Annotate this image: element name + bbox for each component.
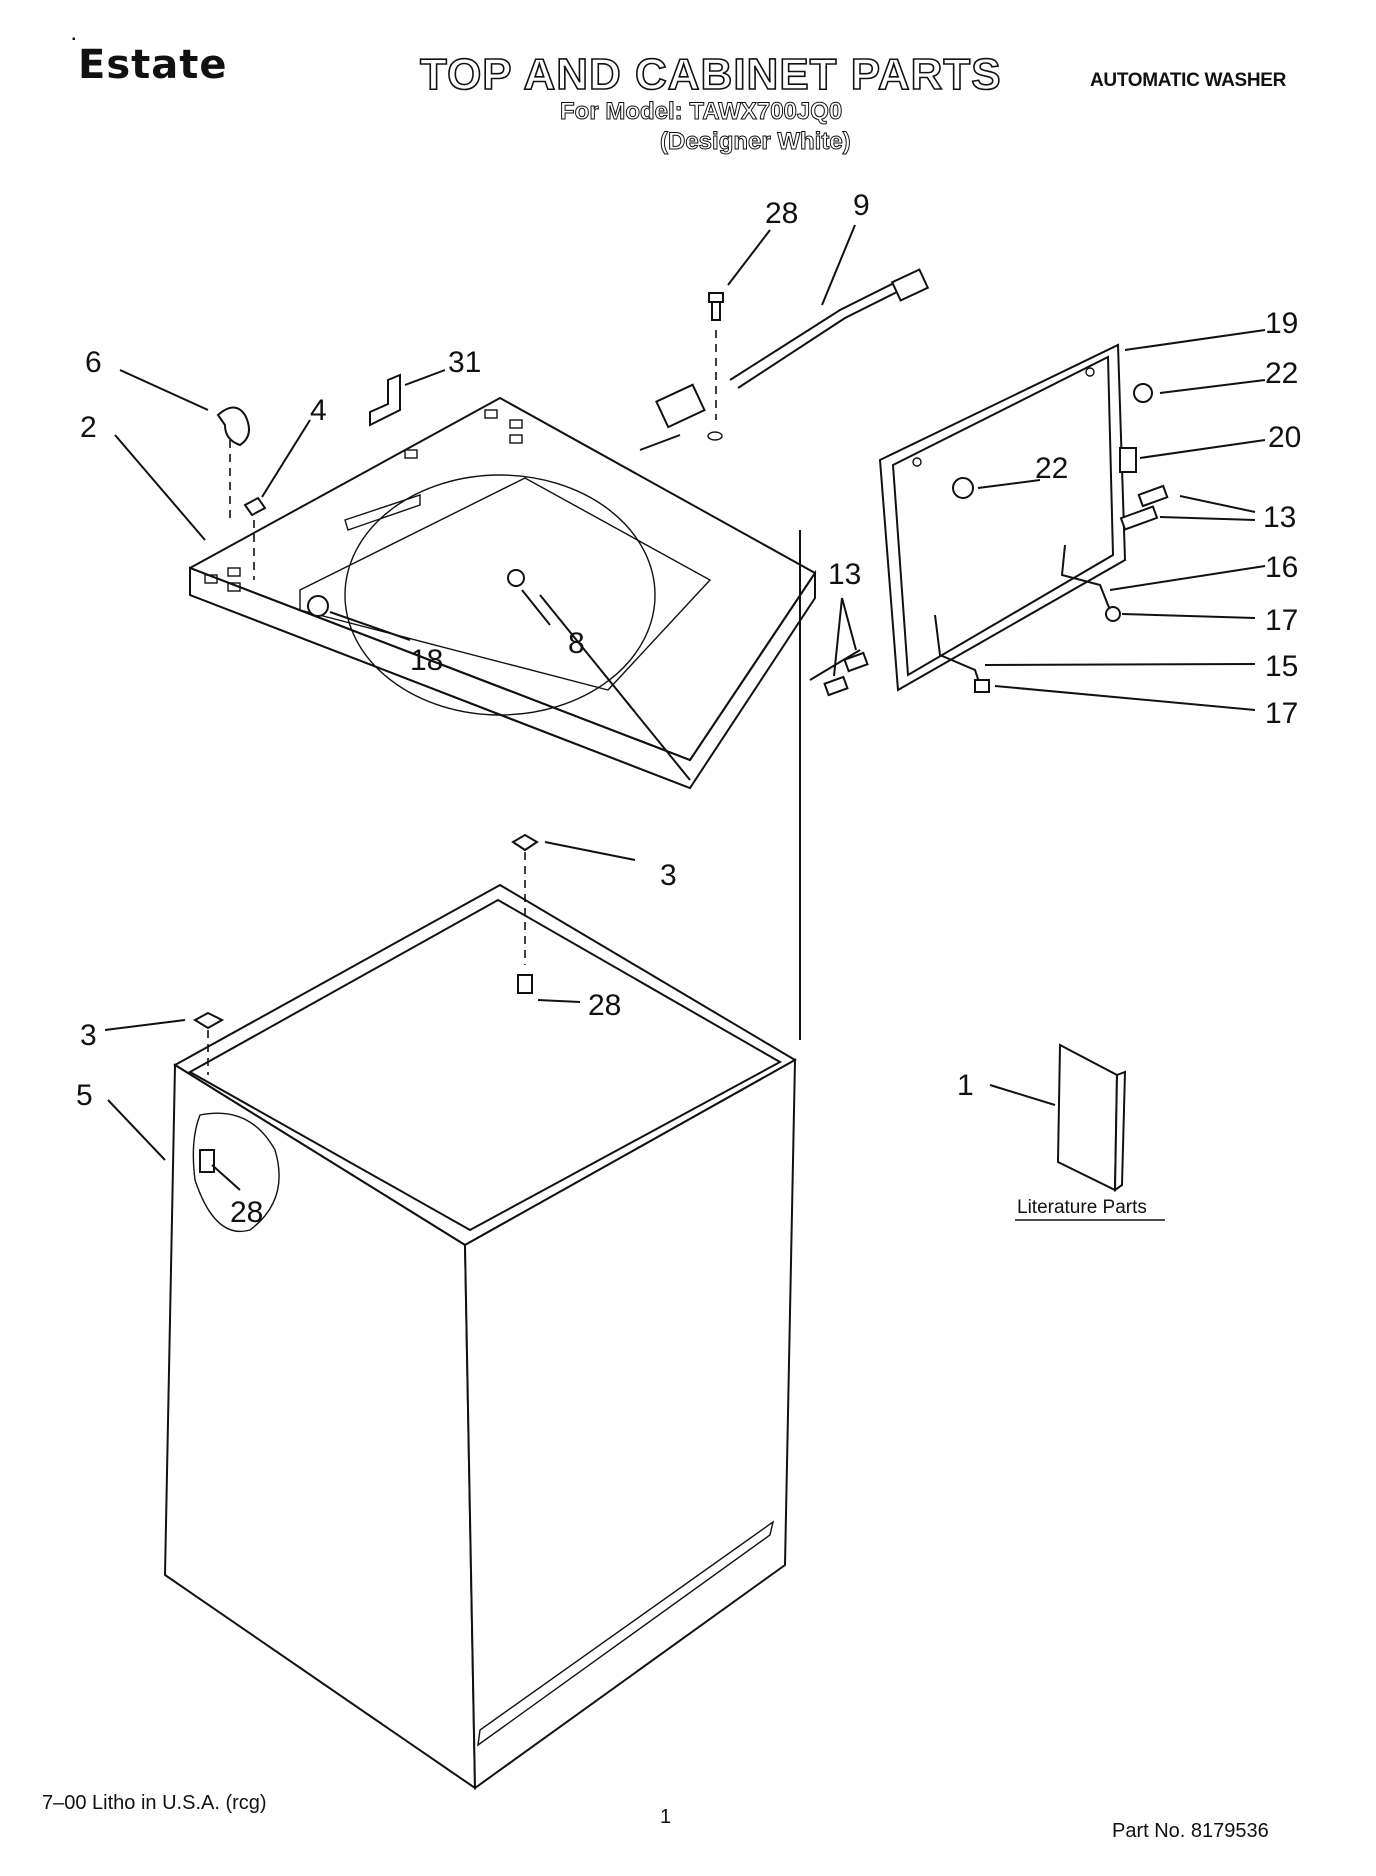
callout-15: 15 [1265,650,1298,683]
screw-28-lower [199,1149,215,1173]
product-type-label: AUTOMATIC WASHER [1090,70,1287,91]
callout-22-b: 22 [1035,452,1068,485]
clip-4 [243,496,267,517]
callout-3-b: 3 [80,1019,97,1052]
callout-6: 6 [85,346,102,379]
callout-2: 2 [80,411,97,444]
screw-13-a [1137,484,1169,508]
callout-4: 4 [310,394,327,427]
clip-17-lower [974,679,990,693]
cabinet [163,883,798,1790]
part-number: Part No. 8179536 [1112,1820,1269,1842]
callout-28: 28 [765,197,798,230]
screw-13-d [823,675,849,697]
callout-20: 20 [1268,421,1301,454]
washer-top-panel [189,396,817,790]
callout-9: 9 [853,189,870,222]
page-title: TOP AND CABINET PARTS [419,49,1002,100]
callout-19: 19 [1265,307,1298,340]
literature-booklet [1056,1043,1127,1192]
screw-28-middle [517,974,533,994]
callout-31: 31 [448,346,481,379]
clip-31 [369,373,401,427]
callout-13-a: 13 [1263,501,1296,534]
console-frame [878,343,1127,692]
callout-1: 1 [957,1069,974,1102]
screw-8 [507,569,525,587]
brand-mark-dot: ▪ [72,34,76,45]
callout-22: 22 [1265,357,1298,390]
wire-15 [934,614,981,686]
screw-13-c [843,651,869,673]
clip-17-upper [1105,606,1121,622]
callout-28-b: 28 [588,989,621,1022]
page-number: 1 [660,1806,672,1828]
screw-13-b [1119,505,1159,531]
callout-5: 5 [76,1079,93,1112]
button-22-upper [1133,383,1153,403]
clip-6 [216,406,250,447]
callout-16: 16 [1265,551,1298,584]
brand-logo: Estate [78,42,228,88]
wire-16 [1060,544,1111,611]
callout-17-b: 17 [1265,697,1298,730]
callout-labels: 28 9 19 22 6 31 4 2 20 22 13 13 16 8 18 … [76,189,1301,1229]
clip-3-left [192,1011,225,1030]
screw-28-top [708,292,724,321]
callout-28-c: 28 [230,1196,263,1229]
leader-lines [104,224,1266,1191]
literature-parts-label: Literature Parts [1017,1197,1147,1218]
callout-13-b: 13 [828,558,861,591]
callout-17-a: 17 [1265,604,1298,637]
button-22-lower [952,477,974,499]
clip-3-upper [511,833,539,852]
variant-label: (Designer White) [660,128,852,156]
plug-18 [307,595,329,617]
model-line: For Model: TAWX700JQ0 [559,98,843,126]
print-info: 7–00 Litho in U.S.A. (rcg) [42,1792,267,1814]
clip-20 [1119,447,1137,473]
callout-18: 18 [410,644,443,677]
callout-8: 8 [568,627,585,660]
wire-harness [655,268,930,441]
callout-3-a: 3 [660,859,677,892]
